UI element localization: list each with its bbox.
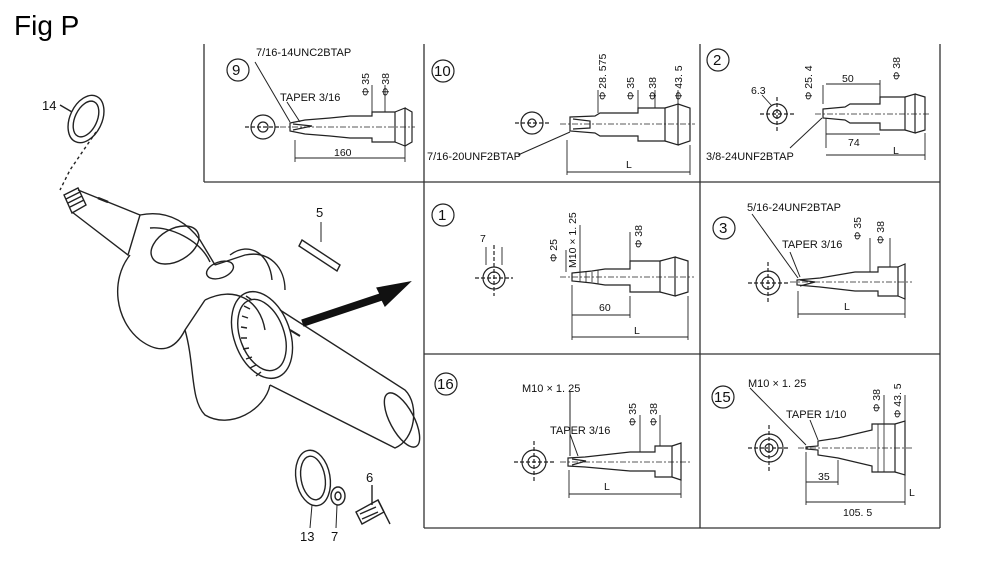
panel-16-dia1: Φ 35 bbox=[627, 403, 639, 426]
seal-13 bbox=[294, 449, 332, 507]
panel-3-taper: TAPER 3/16 bbox=[782, 239, 842, 251]
panel-10: 10 7/16-20UNF2BTAP L Φ 28. 575 Φ 35 Φ 38 bbox=[427, 54, 695, 175]
panel-2-dia2: Φ 38 bbox=[891, 57, 903, 80]
panel-1-small: 7 bbox=[480, 233, 486, 245]
callout-14: 14 bbox=[42, 98, 56, 113]
panel-2-thread: 3/8-24UNF2BTAP bbox=[706, 151, 794, 163]
panel-3-dia2: Φ 38 bbox=[875, 221, 887, 244]
panel-9-length: 160 bbox=[334, 147, 352, 159]
figure-title: Fig P bbox=[14, 10, 80, 41]
panel-2-number: 2 bbox=[713, 52, 721, 69]
panel-10-dia4: Φ 43. 5 bbox=[673, 65, 685, 100]
left-callouts: 14 5 6 13 7 bbox=[42, 98, 373, 544]
panel-2-len2: 74 bbox=[848, 137, 860, 149]
panel-15-len1: 35 bbox=[818, 471, 830, 483]
panel-15-thread: M10 × 1. 25 bbox=[748, 378, 806, 390]
panel-2-length: L bbox=[893, 145, 899, 157]
panel-16-dia2: Φ 38 bbox=[648, 403, 660, 426]
panel-15-number: 15 bbox=[714, 389, 731, 406]
panel-10-number: 10 bbox=[434, 63, 451, 80]
panel-15-dia1: Φ 38 bbox=[871, 389, 883, 412]
panel-10-dia2: Φ 35 bbox=[625, 77, 637, 100]
panel-1-length: L bbox=[634, 325, 640, 337]
panel-9-number: 9 bbox=[232, 62, 240, 79]
panel-9-thread: 7/16-14UNC2BTAP bbox=[256, 47, 351, 59]
panel-2-dia1: Φ 25. 4 bbox=[803, 65, 815, 100]
callout-5: 5 bbox=[316, 205, 323, 220]
panel-1-number: 1 bbox=[438, 207, 446, 224]
callout-13: 13 bbox=[300, 529, 314, 544]
panel-9-taper: TAPER 3/16 bbox=[280, 92, 340, 104]
panel-16-thread: M10 × 1. 25 bbox=[522, 383, 580, 395]
panel-3-dia1: Φ 35 bbox=[852, 217, 864, 240]
pin-5 bbox=[298, 238, 341, 273]
panel-15-length: L bbox=[909, 487, 915, 499]
panel-1-dia2: M10 × 1. 25 bbox=[567, 212, 579, 268]
panel-1-dia3: Φ 38 bbox=[633, 225, 645, 248]
panel-3-thread: 5/16-24UNF2BTAP bbox=[747, 202, 841, 214]
panel-2: 2 3/8-24UNF2BTAP 6.3 50 74 L bbox=[706, 48, 930, 163]
panel-16-taper: TAPER 3/16 bbox=[550, 425, 610, 437]
panel-1: 1 7 60 L Φ 25 M10 × bbox=[431, 203, 694, 340]
panel-10-dia3: Φ 38 bbox=[647, 77, 659, 100]
panel-9-dia2: Φ 38 bbox=[380, 73, 392, 96]
callout-6: 6 bbox=[366, 470, 373, 485]
panel-16-number: 16 bbox=[437, 376, 454, 393]
shaft-thread-tip bbox=[63, 187, 87, 214]
panel-grid bbox=[203, 44, 941, 529]
bolt-6 bbox=[355, 485, 391, 525]
panel-9: 9 7/16-14UNC2BTAP TAPER 3/16 160 bbox=[226, 47, 415, 162]
panel-16: 16 M10 × 1. 25 TAPER 3/16 L Φ 35 Φ 38 bbox=[434, 372, 690, 498]
panel-1-dia1: Φ 25 bbox=[548, 239, 560, 262]
panel-2-small: 6.3 bbox=[751, 85, 766, 97]
panel-3-length: L bbox=[844, 301, 850, 313]
panel-3-number: 3 bbox=[719, 220, 727, 237]
panel-15-dia2: Φ 43. 5 bbox=[892, 383, 904, 418]
panel-3: 3 5/16-24UNF2BTAP TAPER 3/16 L Φ 35 Φ 38 bbox=[712, 202, 912, 318]
panel-10-length: L bbox=[626, 159, 632, 171]
panel-2-len1: 50 bbox=[842, 73, 854, 85]
oil-seal-14 bbox=[67, 94, 105, 144]
panel-16-length: L bbox=[604, 481, 610, 493]
pointer-arrow bbox=[301, 281, 412, 327]
panel-10-dia1: Φ 28. 575 bbox=[597, 54, 609, 100]
panel-10-thread: 7/16-20UNF2BTAP bbox=[427, 151, 521, 163]
crankshaft-illustration bbox=[59, 94, 421, 449]
crank-gear bbox=[230, 290, 294, 380]
washer-7 bbox=[330, 486, 346, 506]
panel-15: 15 M10 × 1. 25 TAPER 1/10 35 105. 5 bbox=[711, 378, 915, 519]
panel-1-len1: 60 bbox=[599, 302, 611, 314]
panel-15-taper: TAPER 1/10 bbox=[786, 409, 846, 421]
panel-15-len2: 105. 5 bbox=[843, 507, 872, 519]
panel-9-dia1: Φ 35 bbox=[360, 73, 372, 96]
callout-7: 7 bbox=[331, 529, 338, 544]
